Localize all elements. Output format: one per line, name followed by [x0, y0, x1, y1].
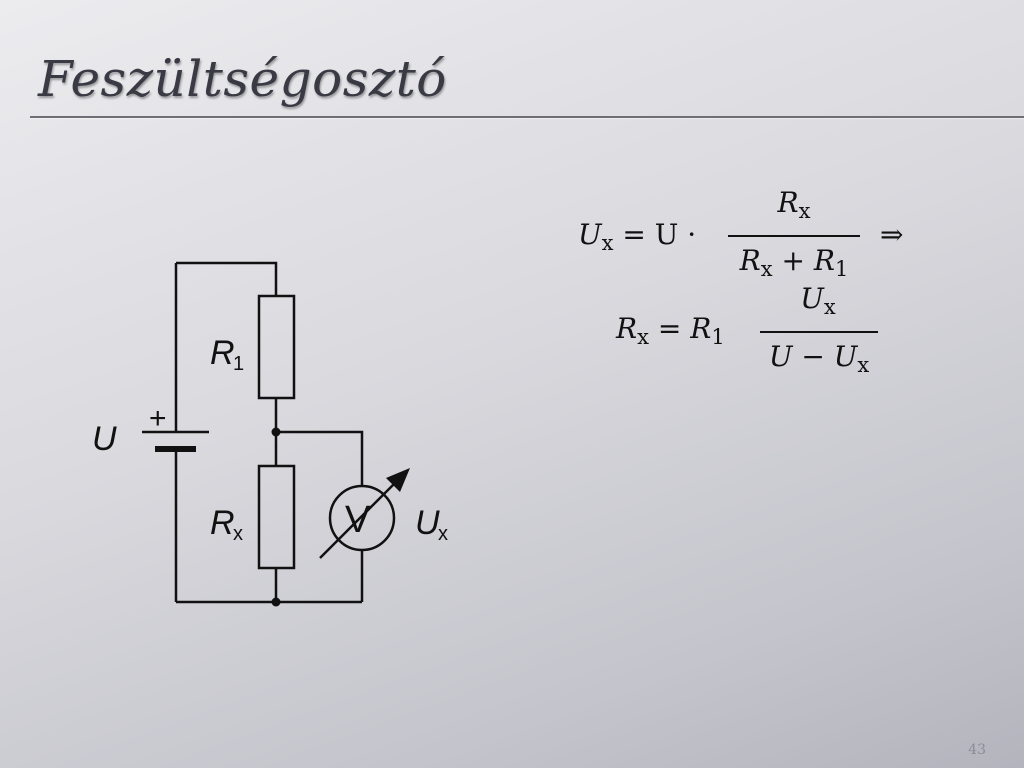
node-dot-bottom [271, 597, 281, 607]
resistor-r1 [257, 294, 296, 400]
f2-lhs-subscript: x [637, 325, 649, 349]
f1-den-a-symbol: R [739, 244, 761, 277]
f2-den-minus: − [801, 340, 825, 373]
wire-meter-top [276, 430, 364, 486]
f1-den-plus: + [781, 244, 805, 277]
f2-den-ux-symbol: U [833, 340, 858, 373]
f2-numerator-symbol: U [800, 282, 824, 315]
meter-symbol: V [345, 499, 371, 541]
f1-lhs-subscript: x [601, 231, 614, 255]
voltmeter [328, 484, 396, 552]
f1-fraction-bar [728, 235, 860, 237]
meter-arrow-shaft [319, 477, 401, 559]
f1-den-b-subscript: 1 [834, 257, 849, 281]
f1-numerator-symbol: R [777, 186, 799, 219]
f1-equals-u-dot: = U · [622, 218, 697, 251]
source-label: U [92, 420, 117, 458]
meter-arrow-head [386, 468, 410, 492]
f1-numerator-subscript: x [798, 199, 811, 223]
ux-subscript: x [438, 523, 448, 545]
f1-lhs-symbol: U [578, 218, 602, 251]
f2-equals: = [657, 312, 682, 345]
title-underline [30, 116, 1024, 118]
f2-lhs-symbol: R [616, 312, 638, 345]
f2-den-ux-subscript: x [857, 353, 870, 377]
wire-top [176, 261, 278, 296]
f2-r1-subscript: 1 [711, 325, 725, 349]
voltage-divider-circuit: + U R 1 R x V U x [92, 261, 448, 607]
slide-title: Feszültségosztó [38, 50, 447, 108]
f1-den-b-symbol: R [813, 244, 835, 277]
rx-label: R [210, 504, 235, 542]
r1-label: R [210, 334, 235, 372]
f1-den-a-subscript: x [760, 257, 773, 281]
rx-subscript: x [233, 523, 243, 545]
f2-den-u: U [768, 340, 793, 373]
node-dot-top [271, 427, 281, 437]
page-number: 43 [968, 742, 986, 758]
battery-plus-sign: + [149, 402, 167, 435]
resistor-rx [257, 464, 296, 570]
ux-label: U [415, 504, 440, 542]
f2-numerator-subscript: x [823, 295, 836, 319]
r1-subscript: 1 [233, 353, 244, 375]
f2-fraction-bar [760, 331, 878, 333]
implies-arrow: ⇒ [880, 218, 904, 251]
f2-r1-symbol: R [690, 312, 712, 345]
